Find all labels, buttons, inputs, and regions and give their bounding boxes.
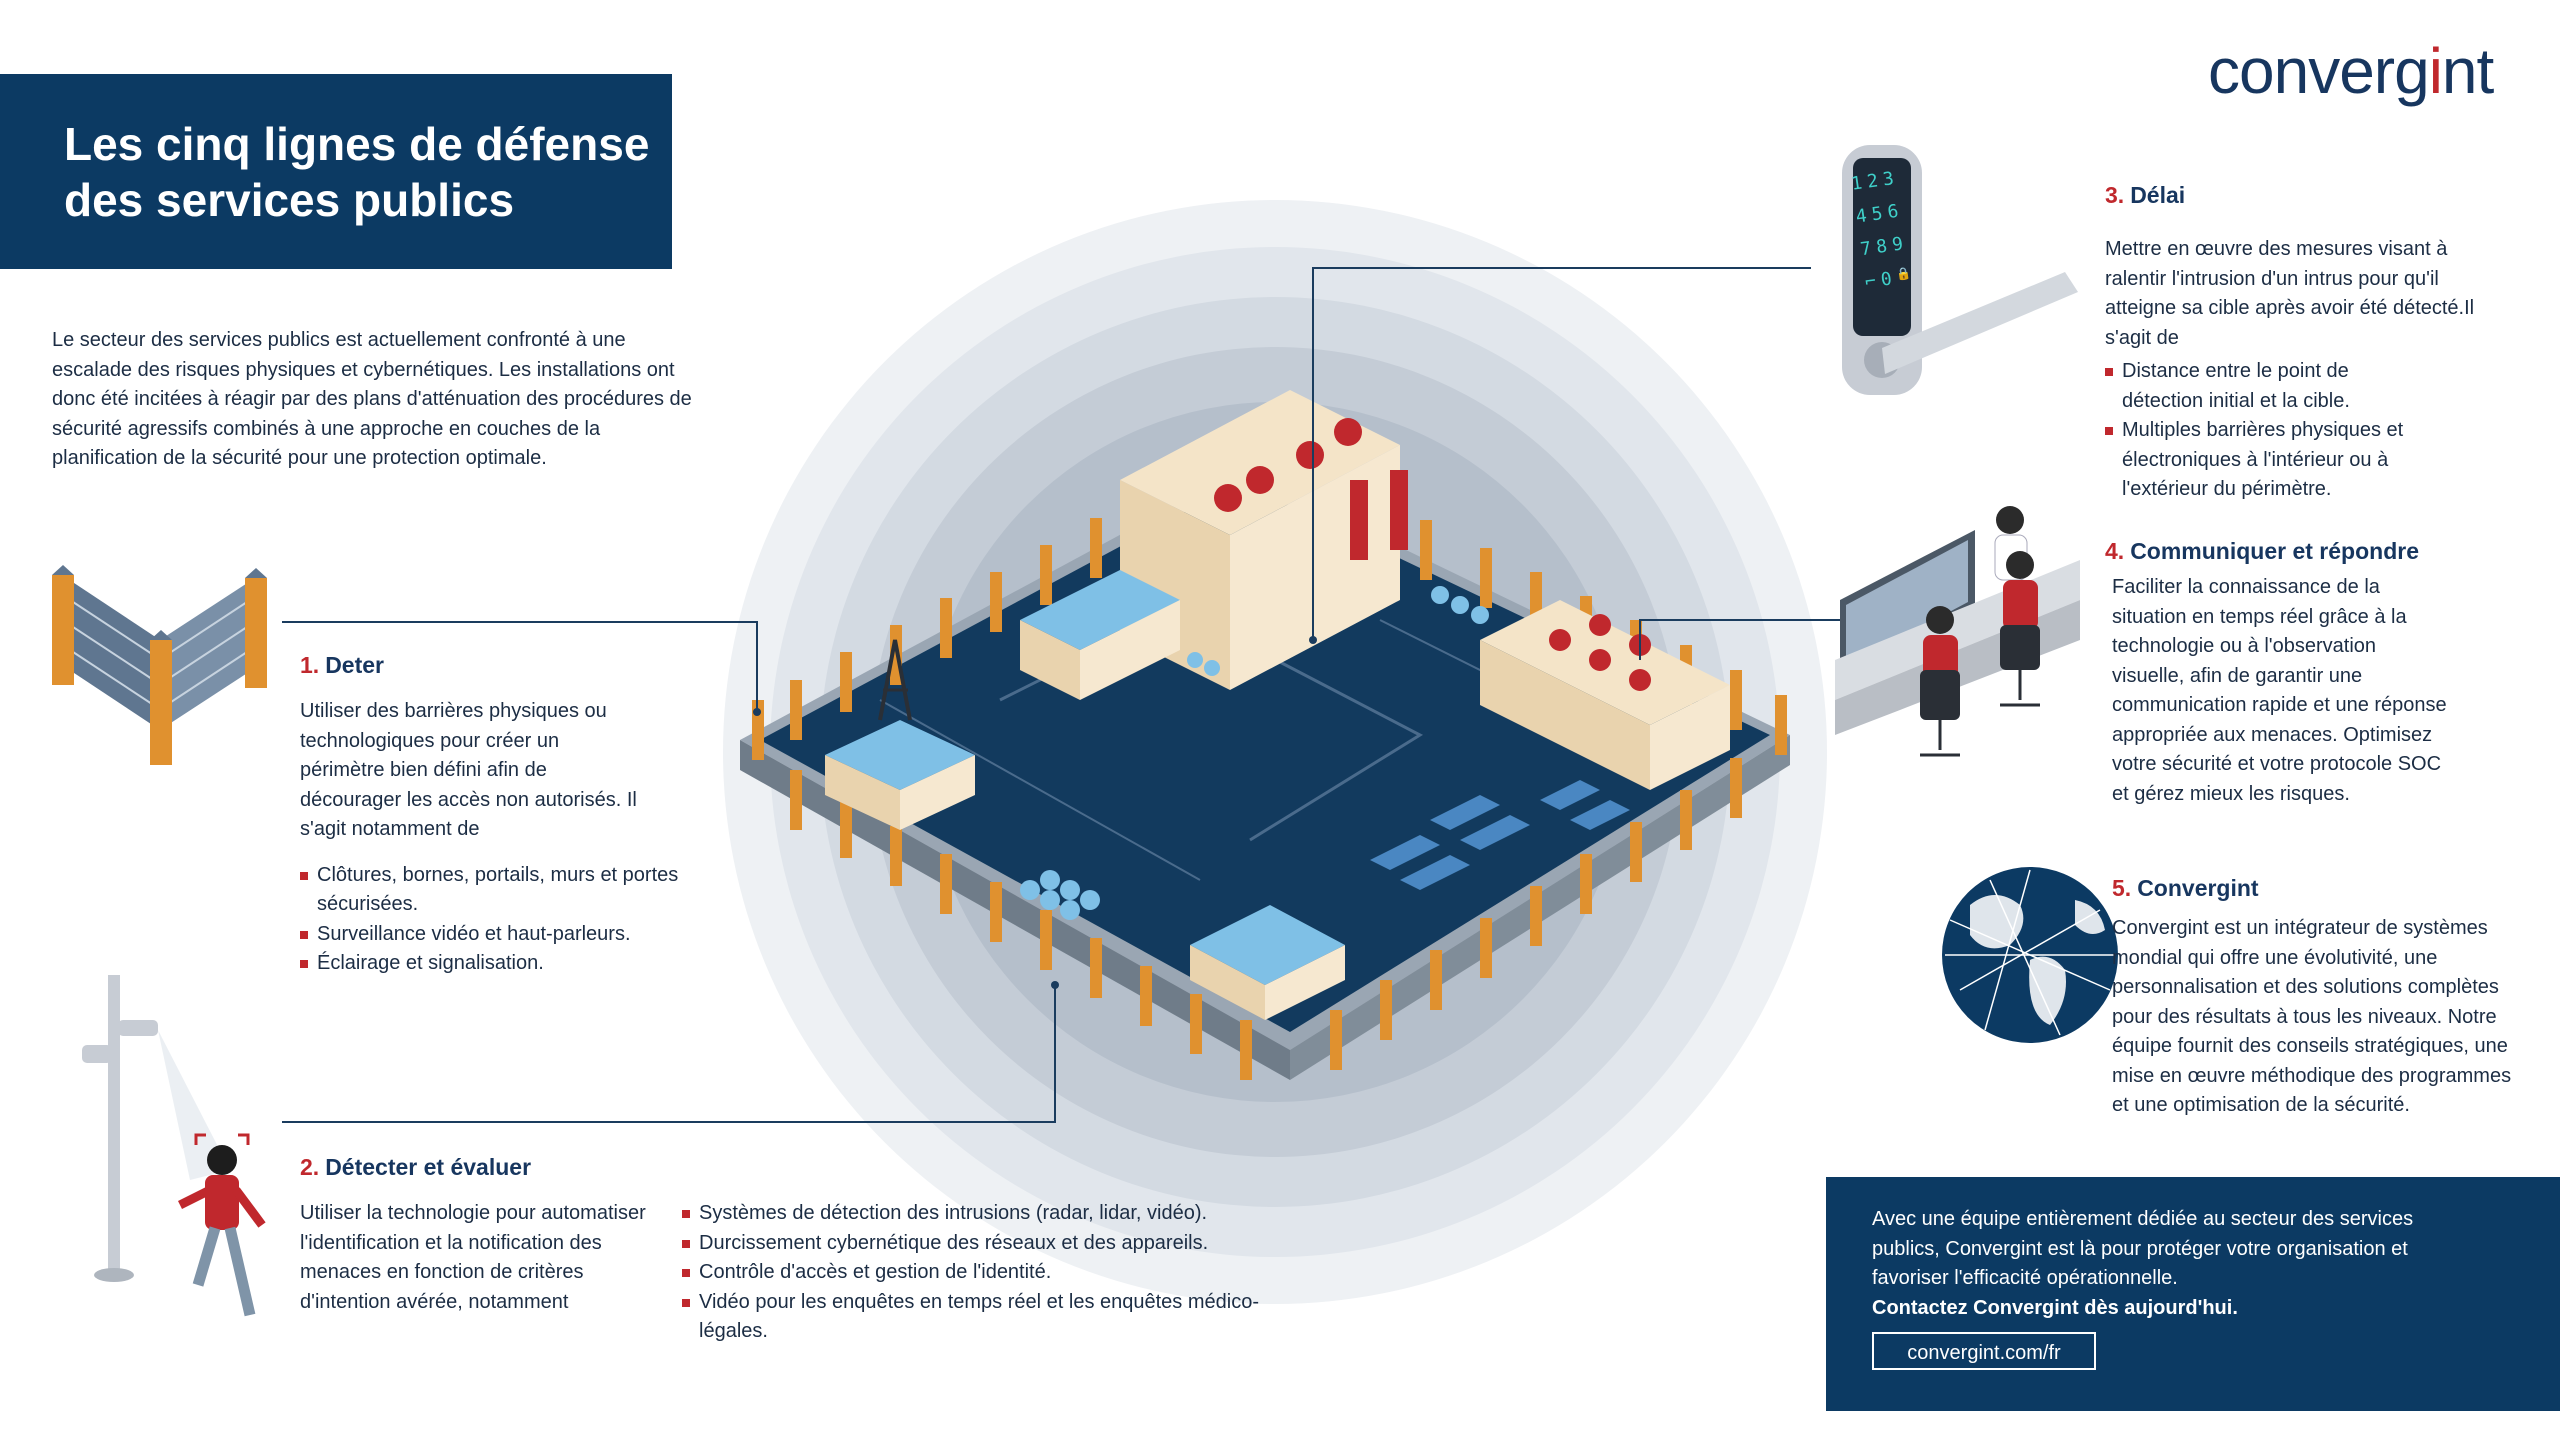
section-deter-text: Utiliser des barrières physiques ou tech… (300, 700, 637, 840)
section-respond-heading: 4.Communiquer et répondre (2105, 538, 2535, 565)
section-detect-bullets: Systèmes de détection des intrusions (ra… (682, 1199, 1262, 1347)
section-detect-number: 2. (300, 1154, 320, 1180)
section-convergint-number: 5. (2112, 875, 2132, 901)
section-detect-title: Détecter et évaluer (325, 1154, 532, 1180)
key-3: 3 (1881, 168, 1896, 191)
contact-cta: Contactez Convergint dès aujourd'hui. (1872, 1296, 2238, 1319)
list-item: Durcissement cybernétique des réseaux et… (682, 1229, 1262, 1259)
logo-text-start: converg (2208, 35, 2430, 107)
section-delay-text: Mettre en œuvre des mesures visant à ral… (2105, 238, 2475, 349)
perimeter-fence (752, 518, 1787, 1080)
section-respond-title: Communiquer et répondre (2130, 538, 2419, 564)
section-respond: 4.Communiquer et répondre Faciliter la c… (2105, 538, 2535, 809)
intro-paragraph: Le secteur des services publics est actu… (52, 329, 692, 469)
list-item: Distance entre le point de détection ini… (2105, 357, 2435, 416)
fence-icon (52, 565, 267, 765)
section-convergint-title: Convergint (2137, 875, 2259, 901)
section-delay-bullets: Distance entre le point de détection ini… (2105, 357, 2435, 505)
substation-building (825, 639, 975, 830)
list-item: Vidéo pour les enquêtes en temps réel et… (682, 1288, 1262, 1347)
contact-box: Avec une équipe entièrement dédiée au se… (1826, 1177, 2560, 1411)
section-convergint-heading: 5.Convergint (2112, 875, 2532, 902)
section-delay: 3.Délai Mettre en œuvre des mesures visa… (2105, 182, 2515, 505)
lock-glyph-icon: 🔒 (1895, 265, 1913, 282)
key-6: 6 (1886, 200, 1900, 224)
intruder-icon (177, 1133, 266, 1317)
list-item: Surveillance vidéo et haut-parleurs. (300, 920, 710, 950)
section-delay-title: Délai (2130, 182, 2186, 208)
list-item: Systèmes de détection des intrusions (ra… (682, 1199, 1262, 1229)
convergint-logo[interactable]: convergint (2208, 34, 2494, 108)
contact-text-block: Avec une équipe entièrement dédiée au se… (1872, 1205, 2472, 1323)
right-building (1480, 600, 1730, 790)
facility-ground (740, 470, 1790, 1080)
section-convergint: 5.Convergint Convergint est un intégrate… (2112, 875, 2532, 1121)
main-building (1020, 390, 1408, 700)
section-deter-title: Deter (325, 652, 384, 678)
section-deter-bullets: Clôtures, bornes, portails, murs et port… (300, 861, 710, 979)
camera-pole-icon (82, 975, 230, 1282)
section-detect-text: Utiliser la technologie pour automatiser… (300, 1202, 646, 1313)
section-deter: 1.Deter Utiliser des barrières physiques… (300, 652, 710, 979)
operators-console-icon (1835, 506, 2080, 757)
list-item: Clôtures, bornes, portails, murs et port… (300, 861, 710, 920)
section-delay-heading: 3.Délai (2105, 182, 2515, 209)
section-convergint-text: Convergint est un intégrateur de système… (2112, 917, 2512, 1116)
list-item: Multiples barrières physiques et électro… (2105, 416, 2435, 505)
storage-tanks (1020, 586, 1489, 920)
section-deter-heading: 1.Deter (300, 652, 710, 679)
section-respond-text: Faciliter la connaissance de la situatio… (2112, 576, 2447, 805)
title-banner: Les cinq lignes de défense des services … (0, 74, 672, 269)
solar-panels (1370, 780, 1630, 890)
page-title: Les cinq lignes de défense des services … (64, 118, 650, 226)
section-deter-number: 1. (300, 652, 320, 678)
callout-lines (282, 267, 1905, 1123)
logo-text-dot: i (2428, 35, 2443, 107)
globe-icon (1942, 867, 2118, 1043)
key-9: 9 (1890, 233, 1905, 256)
list-item: Contrôle d'accès et gestion de l'identit… (682, 1258, 1262, 1288)
logo-text-end: nt (2441, 35, 2494, 107)
section-respond-number: 4. (2105, 538, 2125, 564)
section-detect-heading: 2.Détecter et évaluer (300, 1154, 660, 1181)
gatehouse (1190, 905, 1345, 1020)
list-item: Éclairage et signalisation. (300, 949, 710, 979)
section-detect: 2.Détecter et évaluer Utiliser la techno… (300, 1154, 660, 1317)
contact-text: Avec une équipe entièrement dédiée au se… (1872, 1208, 2414, 1289)
section-delay-number: 3. (2105, 182, 2125, 208)
keypad-lock-icon (1842, 145, 2078, 395)
website-link[interactable]: convergint.com/fr (1872, 1332, 2096, 1370)
